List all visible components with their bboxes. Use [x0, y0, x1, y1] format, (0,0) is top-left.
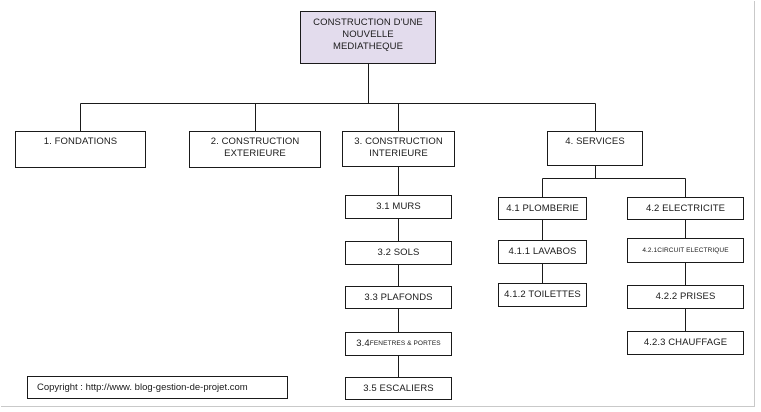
node-label: 4.1.2 TOILETTES [504, 289, 581, 300]
copyright-text: Copyright : http://www. blog-gestion-de-… [37, 382, 248, 393]
node-label: 4.1.1 LAVABOS [508, 246, 577, 257]
node-label: 4.2.3 CHAUFFAGE [643, 337, 728, 348]
node-label: 3.2 SOLS [377, 247, 420, 258]
node-label: 4.2.2 PRISES [655, 291, 716, 302]
node-label: 1. FONDATIONS [43, 136, 118, 147]
node-escaliers: 3.5 ESCALIERS [345, 377, 452, 400]
node-services: 4. SERVICES [547, 131, 643, 166]
node-label-small: CIRCUIT ELECTRIQUE [657, 246, 729, 254]
node-label: 3. CONSTRUCTION INTERIEURE [354, 136, 443, 159]
node-toilettes: 4.1.2 TOILETTES [498, 283, 587, 307]
node-construction-exterieure: 2. CONSTRUCTION EXTERIEURE [189, 131, 321, 168]
node-electricite: 4.2 ELECTRICITE [627, 197, 744, 220]
node-label-prefix: 3.4 [356, 338, 370, 349]
node-prises: 4.2.2 PRISES [627, 285, 744, 309]
node-plomberie: 4.1 PLOMBERIE [498, 197, 587, 220]
root-label: CONSTRUCTION D'UNE NOUVELLE MEDIATHEQUE [313, 17, 423, 52]
node-fondations: 1. FONDATIONS [15, 131, 146, 168]
node-label: 3.1 MURS [376, 201, 421, 212]
node-sols: 3.2 SOLS [345, 241, 452, 265]
node-label-small: FENETRES & PORTES [369, 340, 441, 347]
node-circuit-electrique: 4.2.1 CIRCUIT ELECTRIQUE [627, 238, 744, 263]
node-chauffage: 4.2.3 CHAUFFAGE [627, 331, 744, 355]
node-label: 3.5 ESCALIERS [363, 382, 434, 394]
root-node: CONSTRUCTION D'UNE NOUVELLE MEDIATHEQUE [300, 11, 436, 64]
node-label-prefix: 4.2.1 [642, 246, 658, 254]
node-label: 4.2 ELECTRICITE [645, 202, 726, 214]
node-fenetres-portes: 3.4 FENETRES & PORTES [345, 332, 452, 356]
node-plafonds: 3.3 PLAFONDS [345, 286, 452, 309]
node-label: 4. SERVICES [565, 136, 625, 147]
node-murs: 3.1 MURS [345, 195, 452, 219]
copyright-box: Copyright : http://www. blog-gestion-de-… [27, 376, 288, 399]
node-construction-interieure: 3. CONSTRUCTION INTERIEURE [342, 131, 455, 167]
node-label: 3.3 PLAFONDS [364, 291, 433, 303]
node-label: 4.1 PLOMBERIE [506, 202, 579, 214]
node-lavabos: 4.1.1 LAVABOS [498, 240, 587, 264]
node-label: 2. CONSTRUCTION EXTERIEURE [210, 136, 300, 159]
